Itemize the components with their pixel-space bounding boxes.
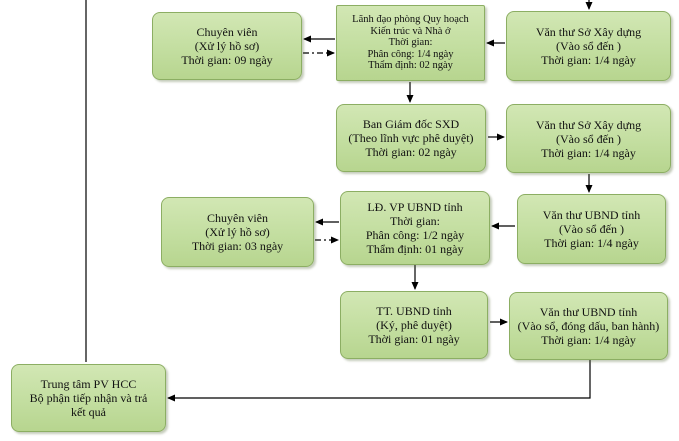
node-line: Thời gian: 03 ngày xyxy=(191,239,284,253)
node-line: Thời gian: 01 ngày xyxy=(368,332,460,346)
node-line: Thời gian: xyxy=(388,37,433,49)
node-van-thu-ubnd-tinh-1: Văn thư UBND tỉnh (Vào sổ đến ) Thời gia… xyxy=(517,194,666,264)
node-line: Thời gian: 1/4 ngày xyxy=(541,53,636,67)
node-line: Bộ phận tiếp nhận và trả xyxy=(29,391,148,405)
node-ld-vp-ubnd-tinh: LĐ. VP UBND tỉnh Thời gian: Phân công: 1… xyxy=(340,191,490,265)
node-trung-tam-pv-hcc: Trung tâm PV HCC Bộ phận tiếp nhận và tr… xyxy=(11,364,166,432)
node-line: Phân công: 1/4 ngày xyxy=(367,48,454,60)
node-line: (Vào sổ, đóng dấu, ban hành) xyxy=(517,319,660,333)
node-line: (Vào sổ đến ) xyxy=(556,131,621,146)
node-van-thu-so-xay-dung-1: Văn thư Sở Xây dựng (Vào sổ đến ) Thời g… xyxy=(506,11,671,81)
node-line: Phân công: 1/2 ngày xyxy=(365,228,465,242)
node-lanh-dao-phong-quy-hoach: Lãnh đạo phòng Quy hoạch Kiến trúc và Nh… xyxy=(336,5,485,81)
node-line: TT. UBND tỉnh xyxy=(376,304,452,318)
arrow-vt-ubnd2-to-ttpvhcc xyxy=(167,360,591,402)
node-line: Thẩm định: 01 ngày xyxy=(366,242,464,256)
node-van-thu-ubnd-tinh-2: Văn thư UBND tỉnh (Vào sổ, đóng dấu, ban… xyxy=(509,292,668,360)
node-line: (Theo lĩnh vực phê duyệt) xyxy=(348,131,474,145)
node-line: Văn thư Sở Xây dựng xyxy=(535,25,642,39)
node-line: kết quả xyxy=(71,405,106,419)
node-tt-ubnd-tinh: TT. UBND tỉnh (Ký, phê duyệt) Thời gian:… xyxy=(340,291,488,359)
node-line: Thời gian: 1/4 ngày xyxy=(541,333,636,347)
node-chuyen-vien-1: Chuyên viên (Xử lý hồ sơ) Thời gian: 09 … xyxy=(152,12,302,80)
node-line: Trung tâm PV HCC xyxy=(40,377,137,391)
node-line: Thẩm định: 02 ngày xyxy=(368,60,453,72)
node-line: Lãnh đạo phòng Quy hoạch xyxy=(352,14,469,26)
node-line: Văn thư UBND tỉnh xyxy=(539,305,638,319)
node-line: Kiến trúc và Nhà ở xyxy=(370,25,451,37)
node-van-thu-so-xay-dung-2: Văn thư Sở Xây dựng (Vào sổ đến ) Thời g… xyxy=(506,104,671,173)
node-ban-giam-doc-sxd: Ban Giám đốc SXD (Theo lĩnh vực phê duyệ… xyxy=(336,104,486,172)
node-line: (Xử lý hồ sơ) xyxy=(205,225,270,239)
node-chuyen-vien-2: Chuyên viên (Xử lý hồ sơ) Thời gian: 03 … xyxy=(161,197,314,267)
node-line: Thời gian: xyxy=(389,214,440,228)
node-line: Thời gian: 02 ngày xyxy=(365,145,457,159)
node-line: Ban Giám đốc SXD xyxy=(362,117,460,131)
node-line: (Vào sổ đến ) xyxy=(559,222,624,236)
node-line: Thời gian: 1/4 ngày xyxy=(544,236,639,250)
node-line: (Ký, phê duyệt) xyxy=(376,318,452,332)
node-line: (Vào sổ đến ) xyxy=(556,39,621,53)
node-line: Văn thư Sở Xây dựng xyxy=(535,117,642,132)
node-line: Thời gian: 09 ngày xyxy=(181,53,273,67)
node-line: Chuyên viên xyxy=(207,211,268,225)
node-line: Thời gian: 1/4 ngày xyxy=(541,145,636,160)
node-line: Chuyên viên xyxy=(196,25,258,39)
node-line: LĐ. VP UBND tỉnh xyxy=(367,200,463,214)
node-line: Văn thư UBND tỉnh xyxy=(542,208,641,222)
node-line: (Xử lý hồ sơ) xyxy=(194,39,260,53)
